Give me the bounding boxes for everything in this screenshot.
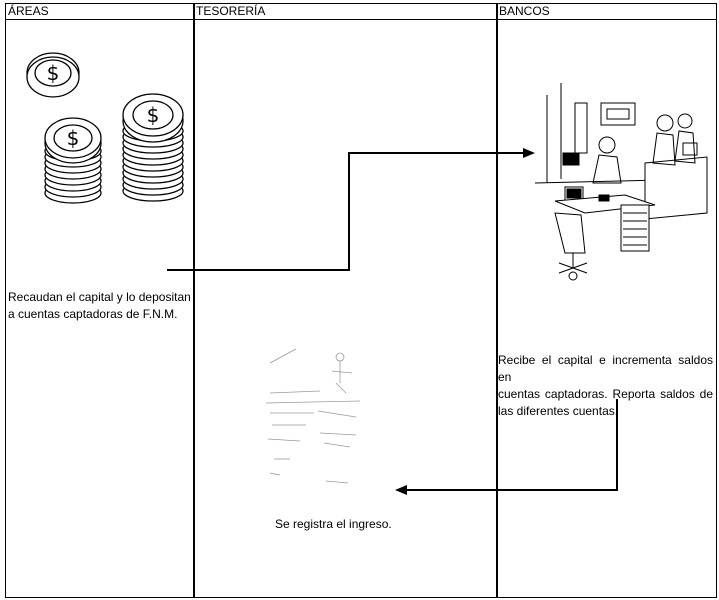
areas-step-text: Recaudan el capital y lo depositan a cue… (8, 289, 194, 323)
areas-step-line-2: a cuentas captadoras de F.N.M. (8, 306, 194, 323)
bancos-step-line-2: cuentas captadoras. Reporta saldos de (498, 386, 713, 403)
tesoreria-step-text: Se registra el ingreso. (275, 516, 435, 533)
areas-step-line-1: Recaudan el capital y lo depositan (8, 289, 194, 306)
connector-areas-to-bancos (167, 153, 527, 270)
bancos-step-text: Recibe el capital e incrementa saldos en… (498, 352, 713, 420)
arrowhead-to-bancos (523, 148, 535, 158)
bancos-step-line-3: las diferentes cuentas. (498, 403, 713, 420)
bancos-step-line-1: Recibe el capital e incrementa saldos en (498, 352, 713, 386)
arrowhead-to-tesoreria (395, 485, 407, 495)
flowchart: ÁREAS TESORERÍA BANCOS $ (5, 3, 717, 598)
